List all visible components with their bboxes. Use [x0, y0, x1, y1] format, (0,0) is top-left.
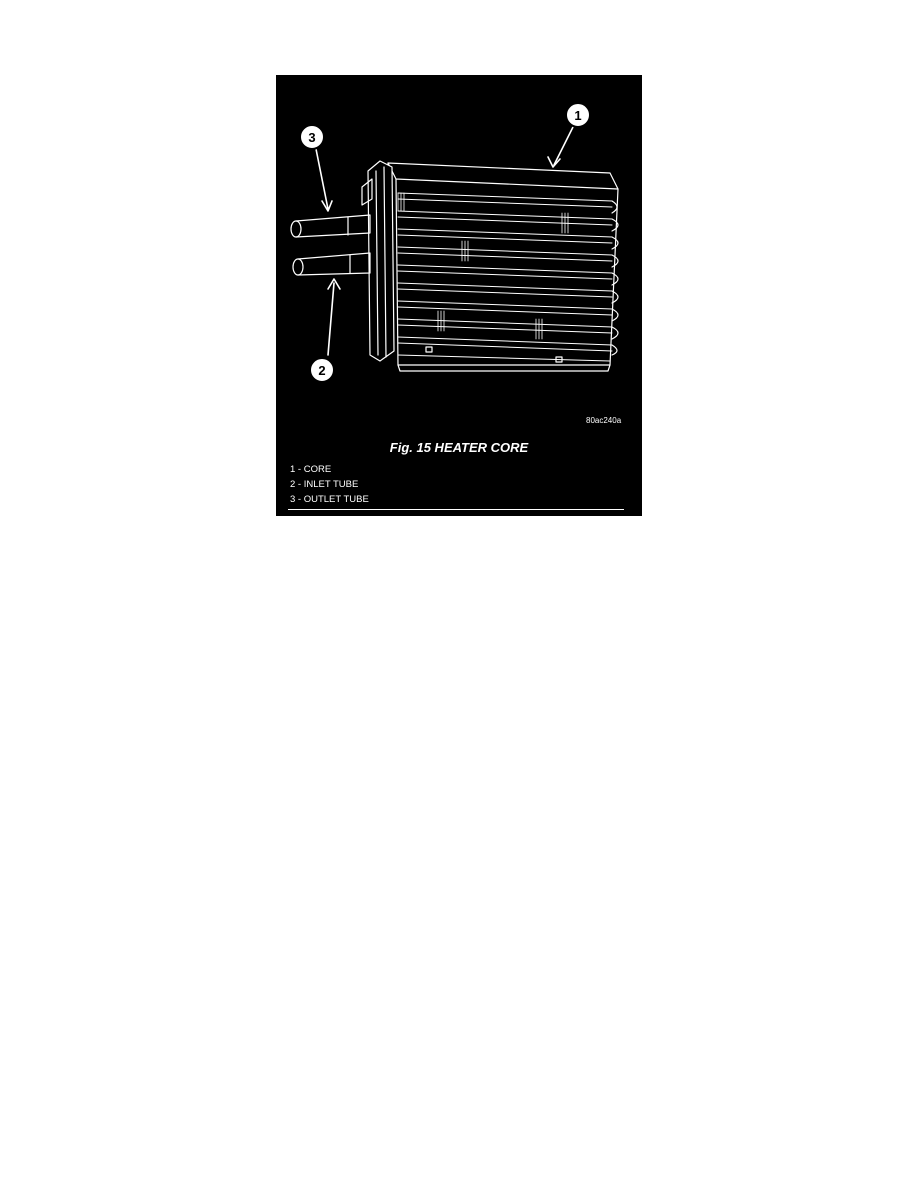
core-fins [397, 192, 613, 362]
inlet-tube [292, 252, 371, 276]
svg-text:3: 3 [308, 130, 315, 145]
side-tank [361, 160, 395, 362]
bottom-brackets [425, 346, 563, 363]
fin-hatch-marks [397, 192, 569, 340]
bottom-rule [288, 509, 624, 510]
outlet-tube [290, 214, 371, 238]
legend: 1 - CORE 2 - INLET TUBE 3 - OUTLET TUBE [290, 462, 369, 507]
svg-text:2: 2 [318, 363, 325, 378]
svg-text:1: 1 [574, 108, 581, 123]
legend-item-core: 1 - CORE [290, 464, 332, 475]
leader-lines [315, 126, 574, 356]
callout-3: 3 [299, 124, 325, 150]
return-bends [611, 200, 619, 356]
callout-2: 2 [309, 357, 335, 383]
legend-item-outlet-tube: 3 - OUTLET TUBE [290, 494, 369, 505]
heater-core-illustration: 1 3 2 [290, 102, 619, 383]
callout-1: 1 [565, 102, 591, 128]
figure-caption: Fig. 15 HEATER CORE [389, 440, 529, 455]
legend-item-inlet-tube: 2 - INLET TUBE [290, 479, 359, 490]
heater-core-figure: 1 3 2 80ac240a Fig. 15 HEATER CORE 1 - C… [276, 75, 642, 516]
drawing-code: 80ac240a [586, 416, 622, 425]
